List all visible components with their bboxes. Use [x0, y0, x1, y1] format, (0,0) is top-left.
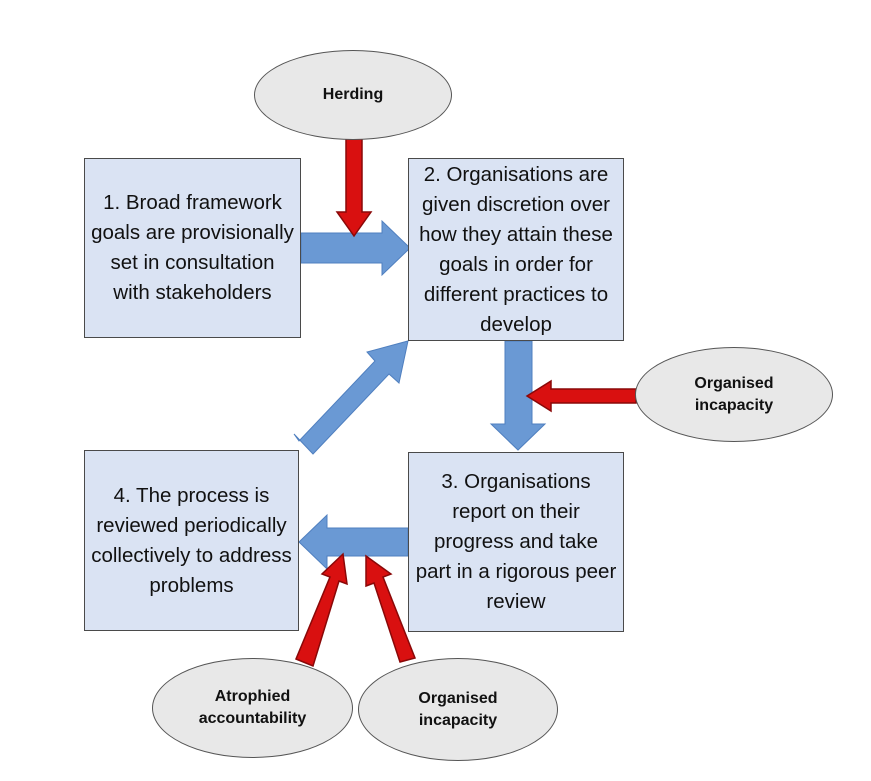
process-box-step-1-text: 1. Broad framework goals are provisional… [91, 191, 294, 304]
oval-atrophied-accountability: Atrophied accountability [152, 658, 353, 758]
pressure-arrow-organised-incapacity-bottom [365, 554, 417, 663]
flow-arrow-1-to-2 [300, 219, 411, 277]
process-box-step-1: 1. Broad framework goals are provisional… [84, 158, 301, 338]
flow-arrow-4-to-2 [293, 340, 409, 455]
oval-organised-incapacity-right-text: Organised incapacity [694, 374, 774, 414]
process-box-step-2-text: 2. Organisations are given discretion ov… [419, 162, 613, 336]
flow-arrow-3-to-4 [298, 513, 409, 571]
oval-organised-incapacity-right: Organised incapacity [635, 347, 833, 442]
process-box-step-3-text: 3. Organisations report on their progres… [415, 470, 617, 613]
pressure-arrow-atrophied-accountability [295, 552, 348, 668]
oval-atrophied-accountability-text: Atrophied accountability [198, 688, 307, 727]
oval-organised-incapacity-bottom-text: Organised incapacity [418, 689, 498, 729]
pressure-arrow-organised-incapacity-right [525, 379, 637, 413]
oval-organised-incapacity-bottom: Organised incapacity [358, 658, 558, 761]
process-box-step-3: 3. Organisations report on their progres… [408, 452, 624, 632]
oval-herding: Herding [254, 50, 452, 140]
oval-herding-text: Herding [322, 86, 384, 103]
pressure-arrow-herding [335, 137, 373, 238]
process-box-step-4: 4. The process is reviewed periodically … [84, 450, 299, 631]
process-box-step-4-text: 4. The process is reviewed periodically … [91, 483, 292, 597]
process-box-step-2: 2. Organisations are given discretion ov… [408, 158, 624, 341]
flow-arrow-2-to-3 [489, 340, 547, 451]
